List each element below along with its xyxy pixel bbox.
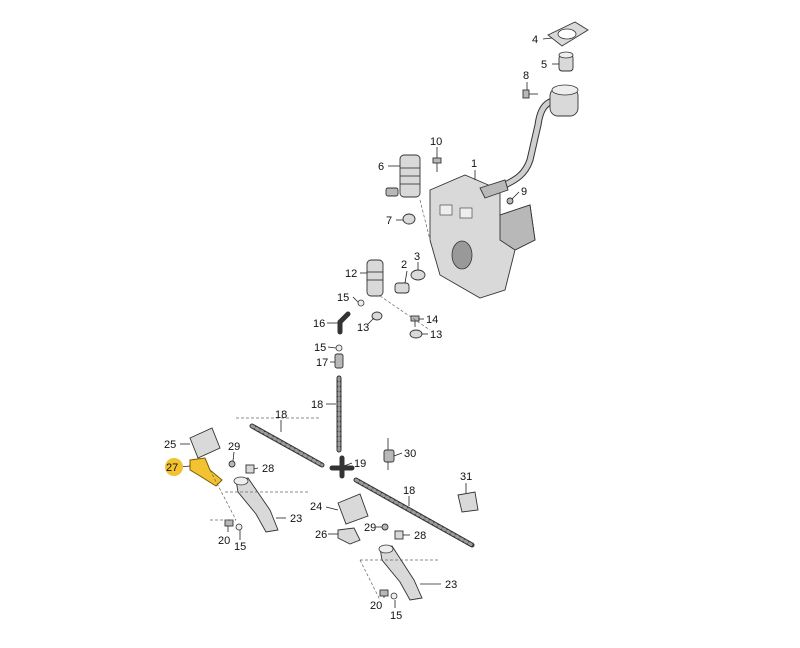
filler-neck — [501, 84, 579, 189]
callout-18-right: 18 — [403, 485, 415, 497]
part-5-neck-adapter — [558, 51, 574, 72]
callout-7: 7 — [386, 215, 392, 227]
part-27-nozzle-body — [189, 457, 223, 487]
callout-5: 5 — [541, 59, 547, 71]
callout-15-left: 15 — [234, 541, 246, 553]
callout-28-right: 28 — [414, 530, 426, 542]
part-31-bracket — [457, 491, 479, 513]
callout-20-left: 20 — [218, 535, 230, 547]
callout-6: 6 — [378, 161, 384, 173]
part-28-nut-left — [245, 464, 255, 474]
callout-13-right: 13 — [430, 329, 442, 341]
part-28-nut-right — [394, 530, 404, 540]
callout-2: 2 — [401, 259, 407, 271]
part-9-screw — [506, 197, 514, 205]
part-3-grommet — [410, 269, 426, 281]
part-13-grommet-right — [409, 329, 423, 339]
callout-12: 12 — [345, 268, 357, 280]
part-18-left-hose — [249, 423, 325, 468]
leader-lines — [179, 37, 559, 608]
callout-28-left: 28 — [262, 463, 274, 475]
callout-27: 27 — [166, 462, 178, 474]
callout-26: 26 — [315, 529, 327, 541]
callout-30: 30 — [404, 448, 416, 460]
part-24-nozzle-cover — [337, 493, 369, 525]
callout-16: 16 — [313, 318, 325, 330]
part-14-screw — [410, 315, 420, 327]
callout-3: 3 — [414, 251, 420, 263]
callout-4: 4 — [532, 34, 538, 46]
part-25-nozzle-cover — [189, 427, 221, 459]
part-15-clamp-left — [235, 523, 243, 531]
callout-18-left: 18 — [275, 409, 287, 421]
callout-15-right: 15 — [390, 610, 402, 622]
callout-labels: 4 5 8 10 1 6 9 7 12 2 3 15 16 13 14 13 1… — [164, 34, 547, 622]
part-6-pump — [385, 154, 421, 198]
callout-19: 19 — [354, 458, 366, 470]
part-29-bolt-right — [381, 523, 389, 531]
part-15-clamp-right — [390, 592, 398, 600]
part-27-washer-nozzle-highlighted — [189, 457, 223, 487]
part-15-clamp-top — [357, 299, 365, 307]
part-7-grommet — [402, 213, 416, 225]
callout-31: 31 — [460, 471, 472, 483]
part-19-t-piece — [329, 455, 355, 479]
callout-18-vertical: 18 — [311, 399, 323, 411]
part-23-holder-left — [233, 476, 279, 533]
callout-17: 17 — [316, 357, 328, 369]
part-10-bolt — [432, 157, 442, 172]
callout-20-right: 20 — [370, 600, 382, 612]
callout-15-mid: 15 — [314, 342, 326, 354]
part-12-pump — [366, 259, 384, 297]
part-4-cap-seal — [547, 21, 589, 47]
part-13-grommet-left — [371, 311, 383, 321]
callout-29-left: 29 — [228, 441, 240, 453]
part-2-connector — [394, 282, 410, 294]
callout-24: 24 — [310, 501, 322, 513]
callout-14: 14 — [426, 314, 438, 326]
part-8-bolt — [522, 89, 538, 99]
part-16-elbow — [337, 311, 351, 335]
part-15-clamp-mid — [335, 344, 343, 352]
part-1-reservoir — [429, 174, 536, 299]
part-17-connector — [334, 353, 344, 369]
part-20-bolt-right — [379, 589, 389, 597]
part-26-washer-nozzle — [337, 527, 361, 545]
alignment-lines — [209, 199, 440, 601]
callout-15-top: 15 — [337, 292, 349, 304]
callout-23-left: 23 — [290, 513, 302, 525]
part-18-right-hose — [353, 477, 475, 548]
callout-27-highlight-circle — [165, 458, 183, 476]
part-29-bolt-left — [228, 460, 236, 468]
callout-29-right: 29 — [364, 522, 376, 534]
part-20-bolt-left — [224, 519, 234, 527]
callout-10: 10 — [430, 136, 442, 148]
callout-8: 8 — [523, 70, 529, 82]
callout-23-right: 23 — [445, 579, 457, 591]
callout-25: 25 — [164, 439, 176, 451]
callout-1: 1 — [471, 158, 477, 170]
callout-9: 9 — [521, 186, 527, 198]
part-23-holder-right — [378, 544, 423, 601]
callout-13-left: 13 — [357, 322, 369, 334]
part-30-clip — [383, 438, 395, 470]
